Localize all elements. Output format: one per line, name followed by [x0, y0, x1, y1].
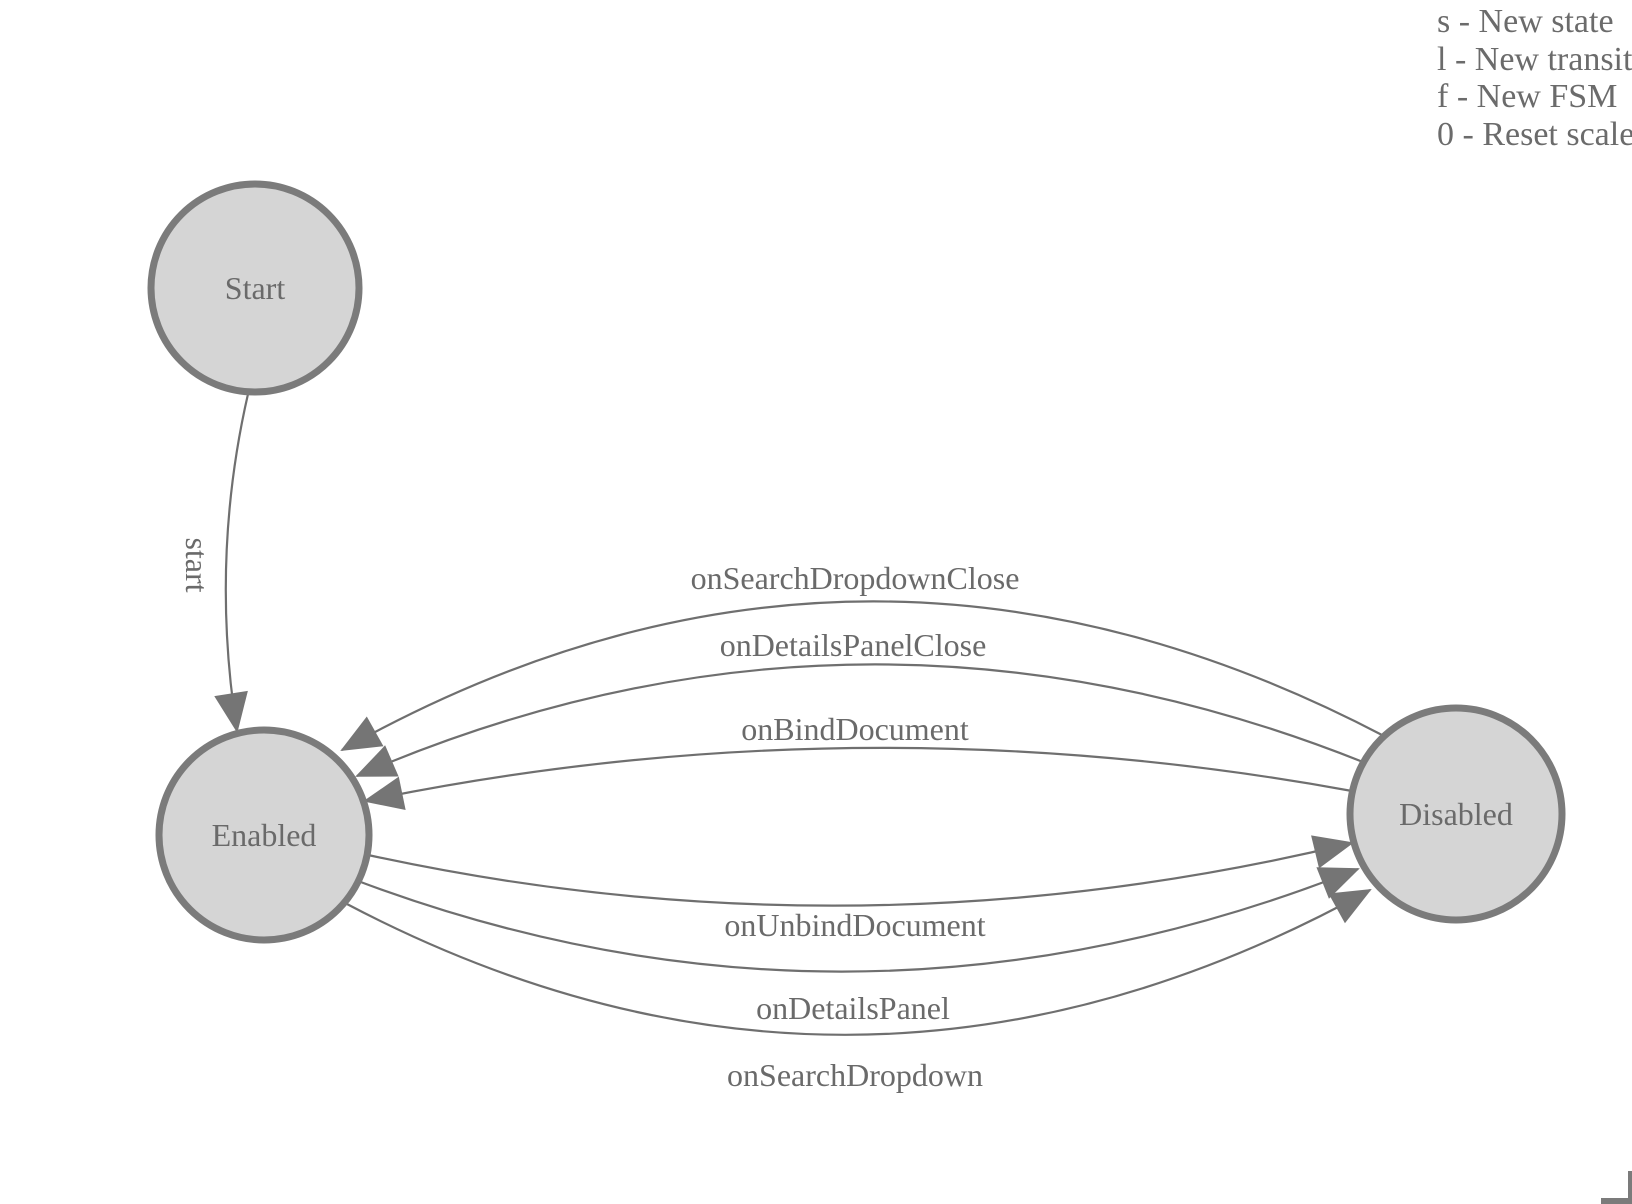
- transition-onsearchdropdown[interactable]: onSearchDropdown: [344, 889, 1372, 1093]
- transition-line[interactable]: [357, 867, 1360, 973]
- hotkey-legend-line: f - New FSM: [1437, 78, 1618, 116]
- transition-line[interactable]: [355, 663, 1364, 778]
- transition-onunbinddocument[interactable]: onUnbindDocument: [367, 835, 1354, 943]
- state-node-start[interactable]: Start: [147, 180, 363, 396]
- hotkey-legend: s - New state l - New transition f - New…: [1437, 3, 1632, 153]
- hotkey-legend-line: l - New transition: [1437, 40, 1632, 78]
- transition-label: onUnbindDocument: [724, 907, 985, 943]
- state-label: Start: [225, 270, 286, 306]
- transition-ondetailspanelclose[interactable]: onDetailsPanelClose: [355, 627, 1364, 778]
- transition-start[interactable]: start: [179, 393, 250, 733]
- transition-label: onSearchDropdown: [727, 1057, 983, 1093]
- transition-label: onBindDocument: [741, 711, 969, 747]
- hotkey-legend-line: 0 - Reset scale: [1437, 115, 1632, 153]
- state-label: Enabled: [212, 817, 317, 853]
- transition-label: start: [179, 537, 215, 592]
- hotkey-legend-line: s - New state: [1437, 3, 1614, 40]
- transition-line[interactable]: [340, 600, 1385, 751]
- state-node-enabled[interactable]: Enabled: [155, 726, 373, 944]
- partial-element-corner: [1601, 1171, 1632, 1204]
- transition-line[interactable]: [214, 393, 250, 733]
- transition-label: onDetailsPanelClose: [720, 627, 987, 663]
- state-label: Disabled: [1399, 796, 1513, 832]
- state-circle[interactable]: [1346, 704, 1566, 924]
- transition-line[interactable]: [363, 746, 1353, 810]
- transition-label: onDetailsPanel: [756, 990, 950, 1026]
- transition-line[interactable]: [344, 889, 1372, 1036]
- state-circle[interactable]: [147, 180, 363, 396]
- transition-line[interactable]: [367, 835, 1354, 907]
- transition-ondetailspanel[interactable]: onDetailsPanel: [357, 867, 1360, 1026]
- state-circle[interactable]: [155, 726, 373, 944]
- transition-label: onSearchDropdownClose: [691, 560, 1020, 596]
- transition-onbinddocument[interactable]: onBindDocument: [363, 711, 1353, 810]
- state-node-disabled[interactable]: Disabled: [1346, 704, 1566, 924]
- transition-onsearchdropdownclose[interactable]: onSearchDropdownClose: [340, 560, 1385, 751]
